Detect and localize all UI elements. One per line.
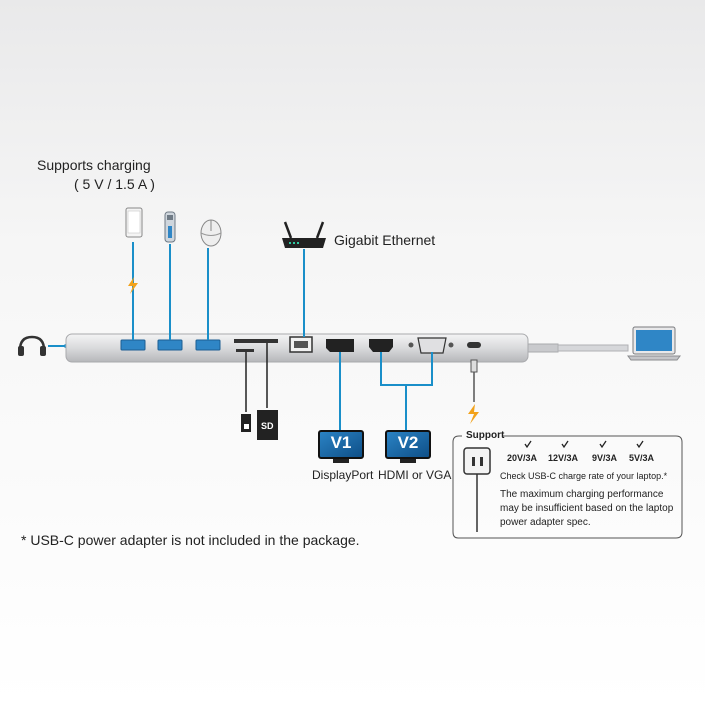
card-connector-lines <box>245 343 268 412</box>
monitor-v2-icon <box>385 430 431 463</box>
ethernet-port <box>289 336 313 353</box>
phone-icon <box>125 207 143 238</box>
charging-bolt-icon <box>128 277 138 294</box>
charging-rate: ( 5 V / 1.5 A ) <box>74 176 155 192</box>
power-adapter-icon <box>463 447 491 532</box>
v2-badge: V2 <box>397 433 419 452</box>
footnote: * USB-C power adapter is not included in… <box>21 532 360 548</box>
microsd-slot <box>236 349 254 352</box>
headphone-icon <box>18 335 46 356</box>
usb-c-cable <box>527 343 629 353</box>
warning-line-2: may be insufficient based on the laptop <box>500 503 674 514</box>
usb-c-power-port <box>467 342 481 348</box>
displayport-label: DisplayPort <box>312 468 374 482</box>
rate-20v: 20V/3A <box>507 453 538 463</box>
sd-card-label: SD <box>261 421 274 431</box>
charging-title: Supports charging <box>37 157 151 173</box>
usb-c-plug <box>470 359 478 373</box>
charging-warning: The maximum charging performance may be … <box>500 488 673 530</box>
sd-slot <box>234 339 278 343</box>
laptop-icon <box>627 326 681 361</box>
support-title: Support <box>466 430 505 441</box>
rate-12v: 12V/3A <box>548 453 579 463</box>
check-rate-note: Check USB-C charge rate of your laptop.* <box>500 471 668 481</box>
connector-lines <box>132 242 433 430</box>
hdmi-port <box>369 339 393 352</box>
warning-line-1: The maximum charging performance <box>500 489 664 500</box>
support-box <box>452 435 683 539</box>
check-icons <box>524 440 644 449</box>
usb-a-ports <box>120 339 221 351</box>
mouse-icon <box>200 219 222 247</box>
rate-5v: 5V/3A <box>629 453 655 463</box>
warning-line-3: power adapter spec. <box>500 517 591 528</box>
ethernet-label: Gigabit Ethernet <box>334 232 436 248</box>
router-icon <box>282 221 326 248</box>
sd-card-icon <box>257 410 278 440</box>
power-bolt-icon <box>468 404 479 424</box>
monitor-v1-icon <box>318 430 364 463</box>
vga-port <box>408 337 454 354</box>
hdmi-vga-label: HDMI or VGA <box>378 468 452 482</box>
microsd-card-icon <box>241 414 251 432</box>
displayport-port <box>326 339 354 352</box>
v1-badge: V1 <box>330 433 352 452</box>
usb-flash-drive-icon <box>164 211 176 243</box>
rate-9v: 9V/3A <box>592 453 618 463</box>
